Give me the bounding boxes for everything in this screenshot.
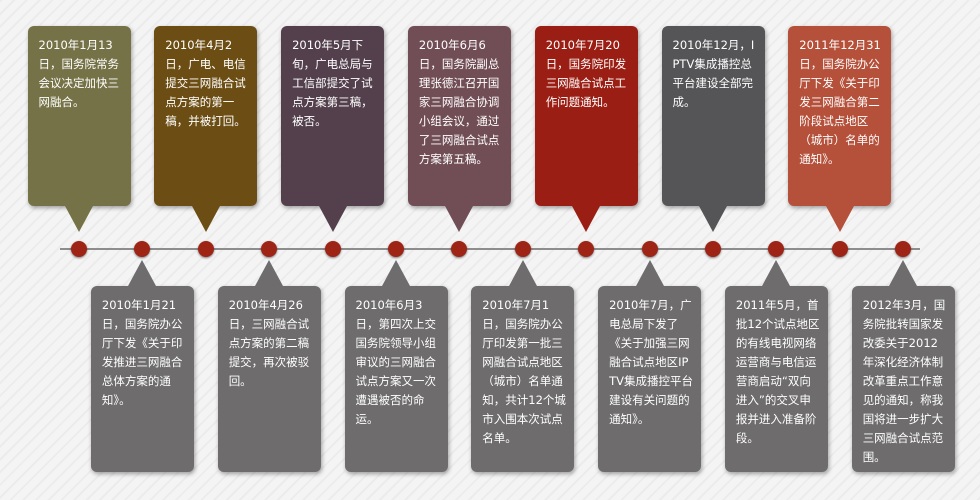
timeline-dot [134,241,151,257]
callout-pointer [191,206,220,232]
callout-pointer [65,206,93,232]
event-card-bottom: 2010年1月21日，国务院办公厅下发《关于印发推进三网融合总体方案的通知》。 [90,260,194,472]
event-card-bottom: 2010年6月3日，第四次上交国务院领导小组审议的三网融合试点方案又一次遭遇被否… [344,260,448,472]
callout-pointer [635,260,664,286]
callout-pointer [445,206,474,232]
event-text: 2010年7月20日，国务院印发三网融合试点工作问题通知。 [545,38,627,109]
event-card-top: 2010年6月6日，国务院副总理张德江召开国家三网融合协调小组会议，通过了三网融… [407,26,511,232]
event-card-top: 2010年4月2日，广电、电信提交三网融合试点方案的第一稿，并被打回。 [154,26,258,232]
callout-pointer [508,260,537,286]
event-card-bottom: 2010年4月26日，三网融合试点方案的第二稿提交，再次被驳回。 [217,260,321,472]
event-text: 2010年6月6日，国务院副总理张德江召开国家三网融合协调小组会议，通过了三网融… [418,38,500,166]
timeline-dot [324,241,341,257]
event-card-top: 2011年12月31日，国务院办公厅下发《关于印发三网融合第二阶段试点地区（城市… [788,26,892,232]
event-text: 2012年3月，国务院批转国家发改委关于2012年深化经济体制改革重点工作意见的… [862,298,946,464]
event-card-bottom: 2010年7月，广电总局下发了《关于加强三网融合试点地区IPTV集成播控平台建设… [598,260,702,472]
event-card-bottom: 2010年7月1日，国务院办公厅印发第一批三网融合试点地区（城市）名单通知，共计… [471,260,575,472]
event-text: 2010年4月2日，广电、电信提交三网融合试点方案的第一稿，并被打回。 [165,38,246,128]
callout-pointer [128,260,157,286]
timeline-dot [197,241,214,257]
event-text: 2011年12月31日，国务院办公厅下发《关于印发三网融合第二阶段试点地区（城市… [799,38,881,166]
callout-pointer [255,260,284,286]
callout-pointer [762,260,791,286]
callout-pointer [318,206,347,232]
callout-pointer [572,206,601,232]
timeline-dot [261,241,278,257]
event-card-top: 2010年12月，IPTV集成播控总平台建设全部完成。 [661,26,765,232]
callout-pointer [699,206,727,232]
event-card-bottom: 2011年5月，首批12个试点地区的有线电视网络运营商与电信运营商启动“双向进入… [724,260,828,472]
timeline-dot [831,241,848,257]
event-text: 2010年1月21日，国务院办公厅下发《关于印发推进三网融合总体方案的通知》。 [101,298,183,407]
event-text: 2010年7月，广电总局下发了《关于加强三网融合试点地区IPTV集成播控平台建设… [609,298,693,426]
event-card-top: 2010年1月13日，国务院常务会议决定加快三网融合。 [27,26,131,232]
event-text: 2010年5月下旬，广电总局与工信部提交了试点方案第三稿，被否。 [292,38,373,128]
timeline-dot [451,241,468,257]
event-text: 2011年5月，首批12个试点地区的有线电视网络运营商与电信运营商启动“双向进入… [735,298,820,445]
callout-pointer [382,260,410,286]
timeline-dot [641,241,658,257]
timeline-dot [705,241,721,257]
timeline-dot [768,241,785,257]
event-card-top: 2010年5月下旬，广电总局与工信部提交了试点方案第三稿，被否。 [281,26,385,232]
timeline-dot [895,241,912,257]
callout-pointer [825,206,854,232]
event-text: 2010年7月1日，国务院办公厅印发第一批三网融合试点地区（城市）名单通知，共计… [482,298,566,445]
timeline-dot [388,241,404,257]
event-card-bottom: 2012年3月，国务院批转国家发改委关于2012年深化经济体制改革重点工作意见的… [851,260,955,472]
event-text: 2010年4月26日，三网融合试点方案的第二稿提交，再次被驳回。 [228,298,310,388]
timeline-axis [60,248,920,250]
callout-pointer [889,260,918,286]
event-text: 2010年12月，IPTV集成播控总平台建设全部完成。 [672,38,755,109]
event-text: 2010年1月13日，国务院常务会议决定加快三网融合。 [38,38,120,109]
timeline-dot [514,241,531,257]
timeline-dot [578,241,595,257]
event-text: 2010年6月3日，第四次上交国务院领导小组审议的三网融合试点方案又一次遭遇被否… [355,298,437,426]
event-card-top: 2010年7月20日，国务院印发三网融合试点工作问题通知。 [534,26,638,232]
timeline-dot [71,241,87,257]
